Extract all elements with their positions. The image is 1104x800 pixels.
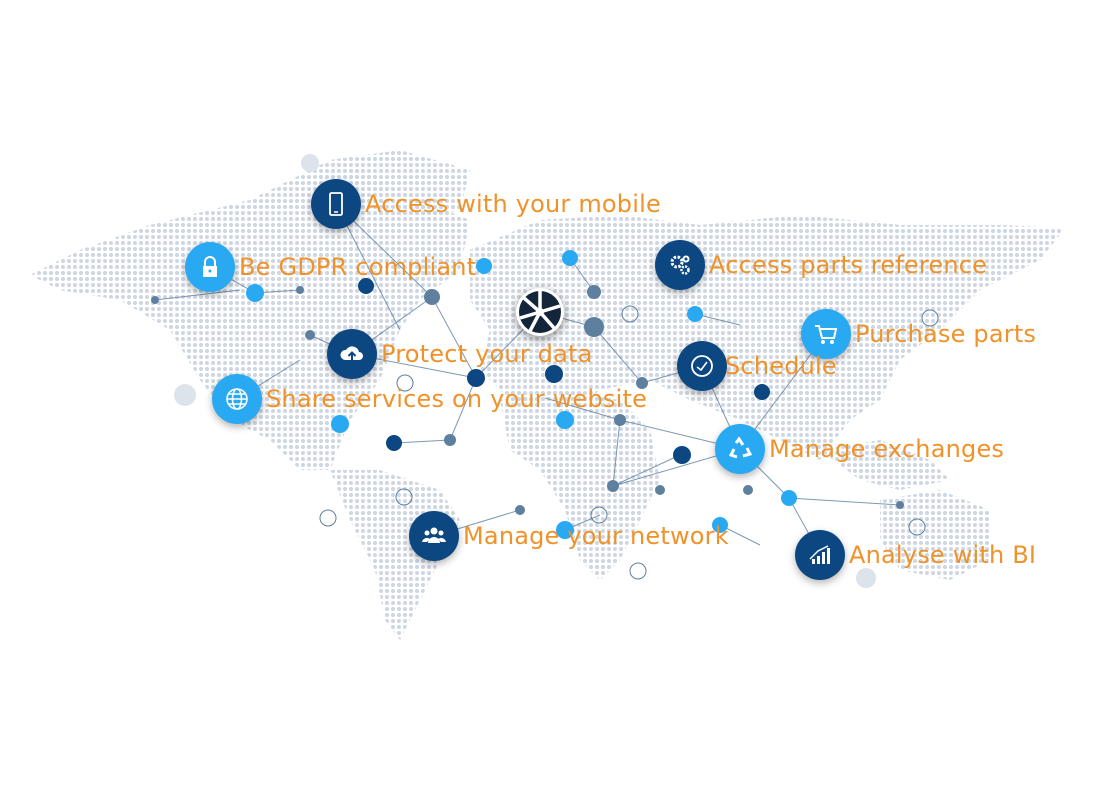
network-ring xyxy=(621,305,639,323)
network-node xyxy=(636,377,648,389)
network-node xyxy=(712,517,728,533)
feature-share-services: Share services on your website xyxy=(212,374,647,424)
feature-purchase: Purchase parts xyxy=(801,309,1036,359)
cloud-upload-icon xyxy=(327,329,377,379)
network-node xyxy=(687,306,703,322)
network-ring xyxy=(921,309,939,327)
clock-icon xyxy=(677,341,727,391)
people-icon xyxy=(409,511,459,561)
network-node xyxy=(607,480,619,492)
network-ring xyxy=(395,488,413,506)
network-link xyxy=(154,289,241,301)
network-node xyxy=(856,568,876,588)
feature-protect-data: Protect your data xyxy=(327,329,593,379)
feature-schedule: Schedule xyxy=(677,341,837,391)
feature-label: Analyse with BI xyxy=(849,541,1037,569)
network-node xyxy=(305,330,315,340)
network-node xyxy=(476,258,492,274)
network-node xyxy=(151,296,159,304)
network-node xyxy=(673,446,691,464)
network-node xyxy=(614,414,626,426)
network-node xyxy=(424,289,440,305)
network-link xyxy=(612,454,681,487)
network-ring xyxy=(396,374,414,392)
network-node xyxy=(444,434,456,446)
mobile-phone-icon xyxy=(311,179,361,229)
network-node xyxy=(467,369,485,387)
feature-exchanges: Manage exchanges xyxy=(715,424,1004,474)
feature-label: Access parts reference xyxy=(709,251,988,279)
network-ring xyxy=(319,509,337,527)
network-node xyxy=(584,317,604,337)
recycle-icon xyxy=(715,424,765,474)
africa xyxy=(500,390,660,580)
gears-icon xyxy=(655,240,705,290)
network-node xyxy=(358,278,374,294)
network-node xyxy=(754,384,770,400)
feature-label: Schedule xyxy=(725,352,837,380)
network-node xyxy=(896,501,904,509)
feature-label: Purchase parts xyxy=(855,320,1037,348)
shopping-cart-icon xyxy=(801,309,851,359)
network-node xyxy=(562,250,578,266)
network-node xyxy=(386,435,402,451)
network-node xyxy=(743,485,753,495)
brand-wheel-logo xyxy=(516,288,564,336)
network-link xyxy=(544,397,621,421)
network-link xyxy=(612,419,621,487)
network-node xyxy=(781,490,797,506)
network-link xyxy=(449,377,477,441)
world-map xyxy=(30,150,1065,640)
network-node xyxy=(545,365,563,383)
feature-parts-reference: Access parts reference xyxy=(655,240,987,290)
feature-gdpr: Be GDPR compliant xyxy=(185,242,476,292)
north-america xyxy=(30,160,470,470)
feature-bi: Analyse with BI xyxy=(795,530,1036,580)
southeast-asia xyxy=(820,440,950,490)
feature-label: Manage your network xyxy=(463,522,729,550)
network-node xyxy=(587,285,601,299)
feature-label: Access with your mobile xyxy=(365,190,661,218)
network-nodes xyxy=(151,154,939,588)
europe-asia xyxy=(470,215,1065,460)
network-node xyxy=(301,154,319,172)
feature-label: Be GDPR compliant xyxy=(239,253,477,281)
feature-label: Manage exchanges xyxy=(769,435,1005,463)
network-node xyxy=(515,505,525,515)
network-node xyxy=(246,284,264,302)
network-ring xyxy=(590,506,608,524)
globe-icon xyxy=(212,374,262,424)
network-link xyxy=(431,296,477,379)
lock-icon xyxy=(185,242,235,292)
network-node xyxy=(296,286,304,294)
network-link xyxy=(788,497,901,506)
network-node xyxy=(174,384,196,406)
network-node xyxy=(655,485,665,495)
feature-mobile: Access with your mobile xyxy=(311,179,661,229)
network-ring xyxy=(908,518,926,536)
australia xyxy=(880,490,990,580)
feature-network: Manage your network xyxy=(409,511,729,561)
network-node xyxy=(331,415,349,433)
network-node xyxy=(556,411,574,429)
network-link xyxy=(394,439,451,444)
network-link xyxy=(593,326,643,384)
greenland xyxy=(330,150,470,220)
network-ring xyxy=(629,562,647,580)
feature-label: Share services on your website xyxy=(266,385,648,413)
feature-label: Protect your data xyxy=(381,340,593,368)
network-node xyxy=(556,521,574,539)
bar-chart-icon xyxy=(795,530,845,580)
